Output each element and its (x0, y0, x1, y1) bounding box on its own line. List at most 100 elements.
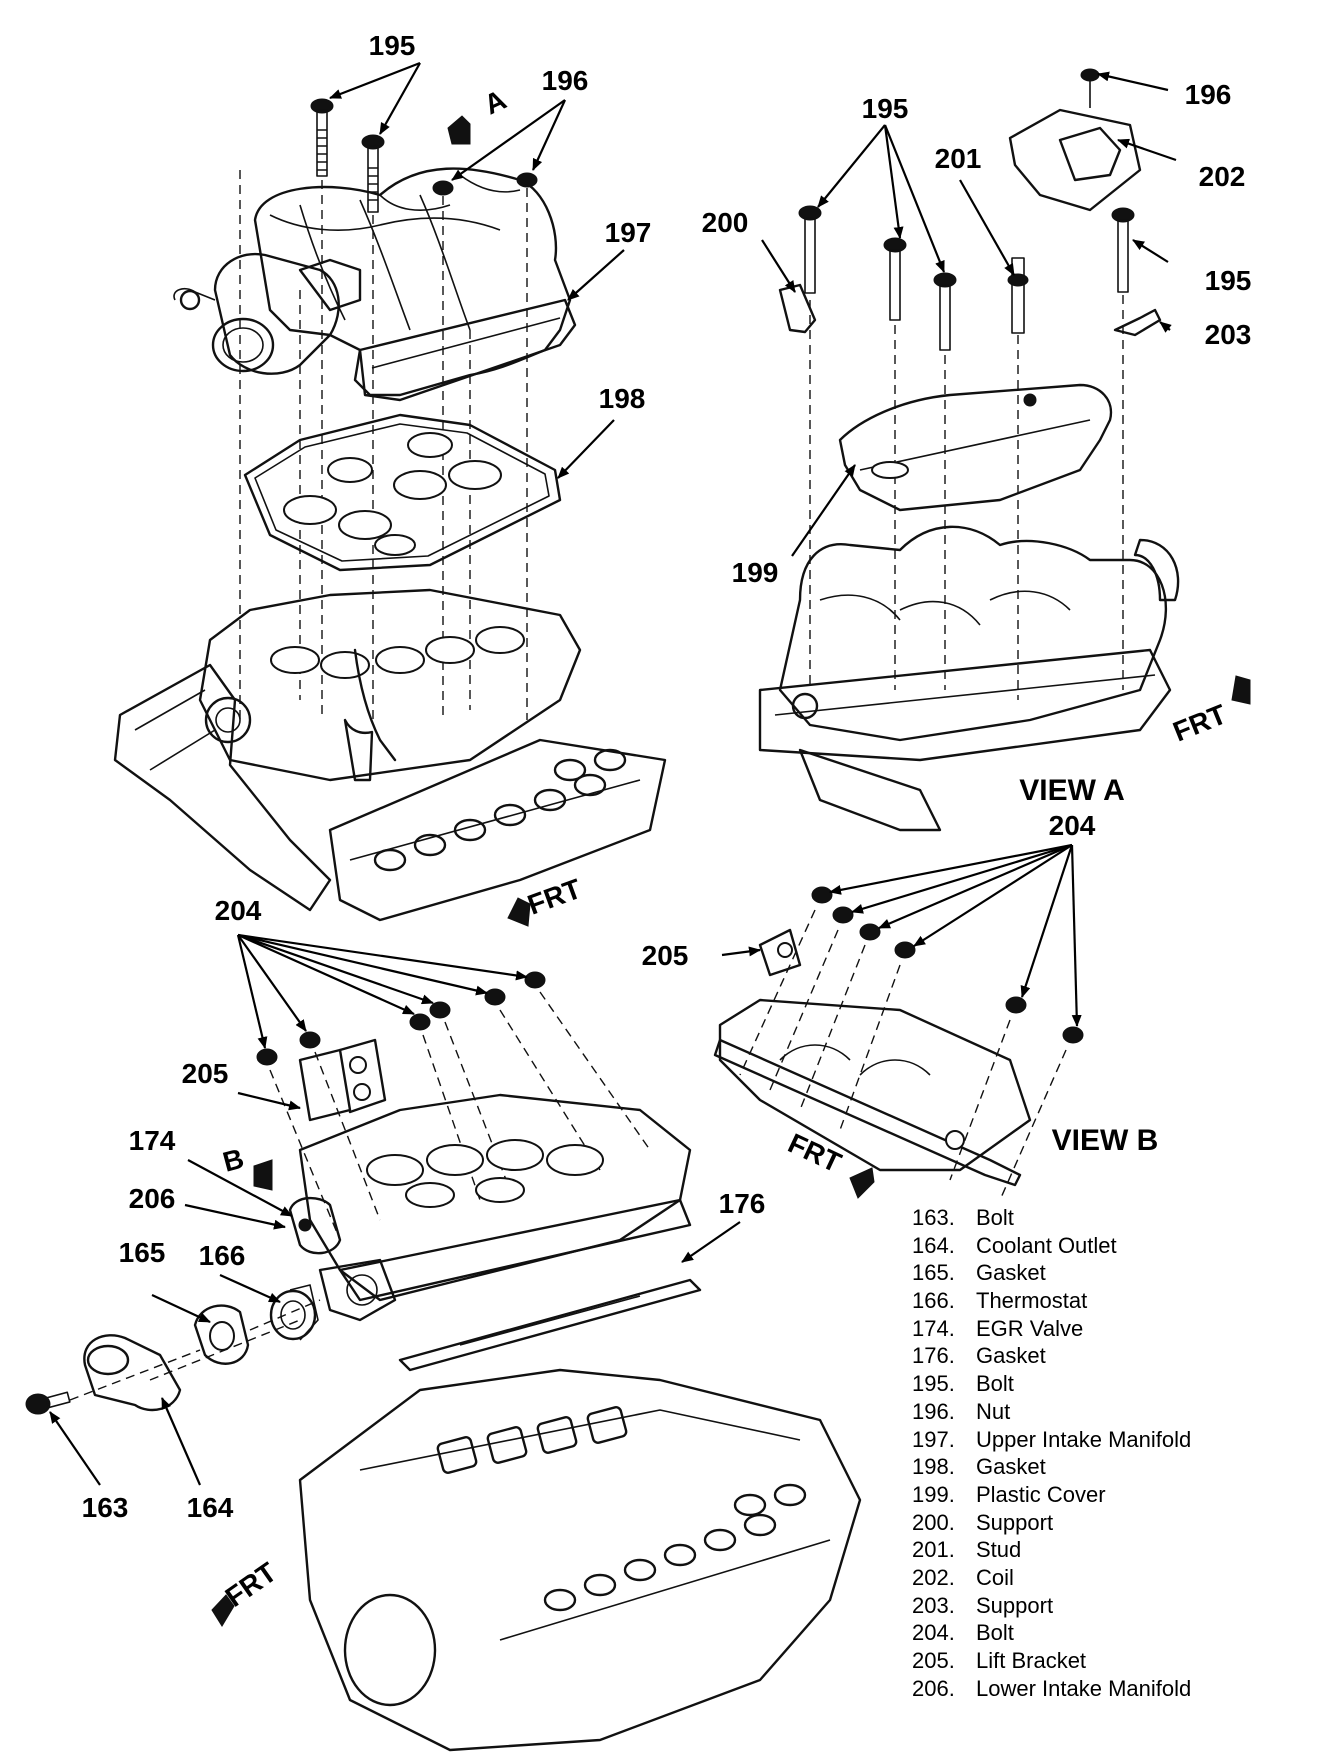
callout-197: 197 (605, 217, 652, 248)
lift-bracket-205 (298, 1038, 387, 1122)
throttle-body (173, 252, 362, 375)
legend-label: Thermostat (976, 1288, 1088, 1314)
lower-intake-drawing (25, 933, 862, 1752)
legend-number: 196. (912, 1398, 955, 1424)
legend-number: 202. (912, 1564, 955, 1590)
callout-196: 196 (542, 65, 589, 96)
lift-bracket-205-view-b (758, 928, 802, 977)
legend-label: Bolt (976, 1620, 1014, 1646)
view-a-letter: A (479, 84, 510, 121)
frt-label: FRT (523, 873, 585, 921)
support-200 (778, 283, 817, 334)
gasket-176 (398, 1278, 702, 1372)
legend-number: 197. (912, 1426, 955, 1452)
legend-item: 174.EGR Valve (912, 1315, 1312, 1343)
legend-item: 197. Upper Intake Manifold (912, 1426, 1312, 1454)
gasket-165 (193, 1304, 250, 1365)
legend-number: 198. (912, 1454, 955, 1480)
legend-item: 200. Support (912, 1509, 1312, 1537)
bolts-204-group-left (256, 971, 546, 1066)
legend-number: 176. (912, 1343, 955, 1369)
legend-number: 201. (912, 1537, 955, 1563)
callout-163: 163 (82, 1492, 129, 1523)
legend-label: Gasket (976, 1454, 1046, 1480)
upper-intake-manifold-drawing (113, 61, 667, 922)
legend-number: 199. (912, 1481, 955, 1507)
legend-label: Gasket (976, 1260, 1046, 1286)
callout-165: 165 (119, 1237, 166, 1268)
legend-item: 202. Coil (912, 1564, 1312, 1592)
legend-item: 176.Gasket (912, 1342, 1312, 1370)
parts-legend: 163. Bolt 164. Coolant Outlet 165.Gasket 1… (912, 1204, 1312, 1702)
legend-item: 196. Nut (912, 1398, 1312, 1426)
legend-number: 206. (912, 1675, 955, 1701)
bolt-195-view-a-2 (883, 237, 907, 321)
legend-item: 163. Bolt (912, 1204, 1312, 1232)
legend-label: Bolt (976, 1371, 1014, 1397)
bolt-195-view-a-1 (798, 205, 822, 294)
legend-label: Nut (976, 1398, 1011, 1424)
legend-number: 200. (912, 1509, 955, 1535)
coolant-outlet-164 (83, 1334, 182, 1412)
frt-arrow-icon (211, 1594, 235, 1627)
legend-item: 201. Stud (912, 1536, 1312, 1564)
legend-item: 203. Support (912, 1592, 1312, 1620)
legend-label: Plastic Cover (976, 1481, 1106, 1507)
legend-item: 195. Bolt (912, 1370, 1312, 1398)
bolt-195-view-a-4 (1111, 207, 1135, 293)
legend-label: Support (976, 1509, 1054, 1535)
legend-label: Lift Bracket (976, 1648, 1087, 1673)
nut-196-left (432, 180, 454, 196)
bolt-195-right (361, 134, 385, 213)
callout-201: 201 (935, 143, 982, 174)
legend-number: 203. (912, 1592, 955, 1618)
callout-195-view-a-right: 195 (1205, 265, 1252, 296)
view-a-title: VIEW A (1019, 774, 1125, 807)
intake-ports (436, 1406, 628, 1474)
callout-199: 199 (732, 557, 779, 588)
legend-label: Lower Intake Manifold (976, 1675, 1192, 1701)
legend-item: 199. Plastic Cover (912, 1481, 1312, 1509)
bolt-163 (25, 1391, 71, 1415)
lower-intake-and-head (113, 588, 667, 922)
valve-springs-left (373, 748, 627, 872)
view-b-drawing (713, 843, 1084, 1201)
legend-label: Support (976, 1592, 1054, 1618)
legend-label: Coil (976, 1564, 1014, 1590)
plastic-cover-199 (838, 383, 1113, 512)
legend-item: 166. Thermostat (912, 1287, 1312, 1315)
view-b-title: VIEW B (1052, 1124, 1159, 1157)
legend-number: 164. (912, 1232, 955, 1258)
frt-arrow-icon (507, 897, 531, 927)
callout-202: 202 (1199, 161, 1246, 192)
callout-166: 166 (199, 1240, 246, 1271)
stud-201 (1007, 257, 1029, 334)
callout-204: 204 (215, 895, 262, 926)
coil-202 (1008, 68, 1142, 212)
bolts-204-view-b (811, 886, 1084, 1044)
legend-number: 166. (912, 1288, 955, 1314)
callout-205-view-b: 205 (642, 940, 689, 971)
callout-204-view-b: 204 (1049, 810, 1096, 841)
callout-174: 174 (129, 1125, 176, 1156)
callout-164: 164 (187, 1492, 234, 1523)
legend-number: 204. (912, 1620, 955, 1646)
thermostat-166 (269, 1284, 319, 1341)
legend-number: 205. (912, 1648, 955, 1673)
legend-number: 163. (912, 1205, 955, 1230)
legend-label: Coolant Outlet (976, 1232, 1117, 1258)
bolt-195-view-a-3 (933, 272, 957, 351)
legend-label: Bolt (976, 1205, 1014, 1230)
egr-valve-174 (288, 1196, 342, 1255)
legend-item: 198. Gasket (912, 1453, 1312, 1481)
callout-203: 203 (1205, 319, 1252, 350)
callout-198: 198 (599, 383, 646, 414)
legend-label: Upper Intake Manifold (976, 1426, 1192, 1452)
legend-number: 195. (912, 1371, 955, 1397)
legend-item: 205. Lift Bracket (912, 1647, 1312, 1675)
legend-item: 165.Gasket (912, 1259, 1312, 1287)
legend-label: Stud (976, 1537, 1022, 1563)
support-203 (1113, 308, 1162, 337)
frt-label: FRT (1169, 698, 1231, 747)
